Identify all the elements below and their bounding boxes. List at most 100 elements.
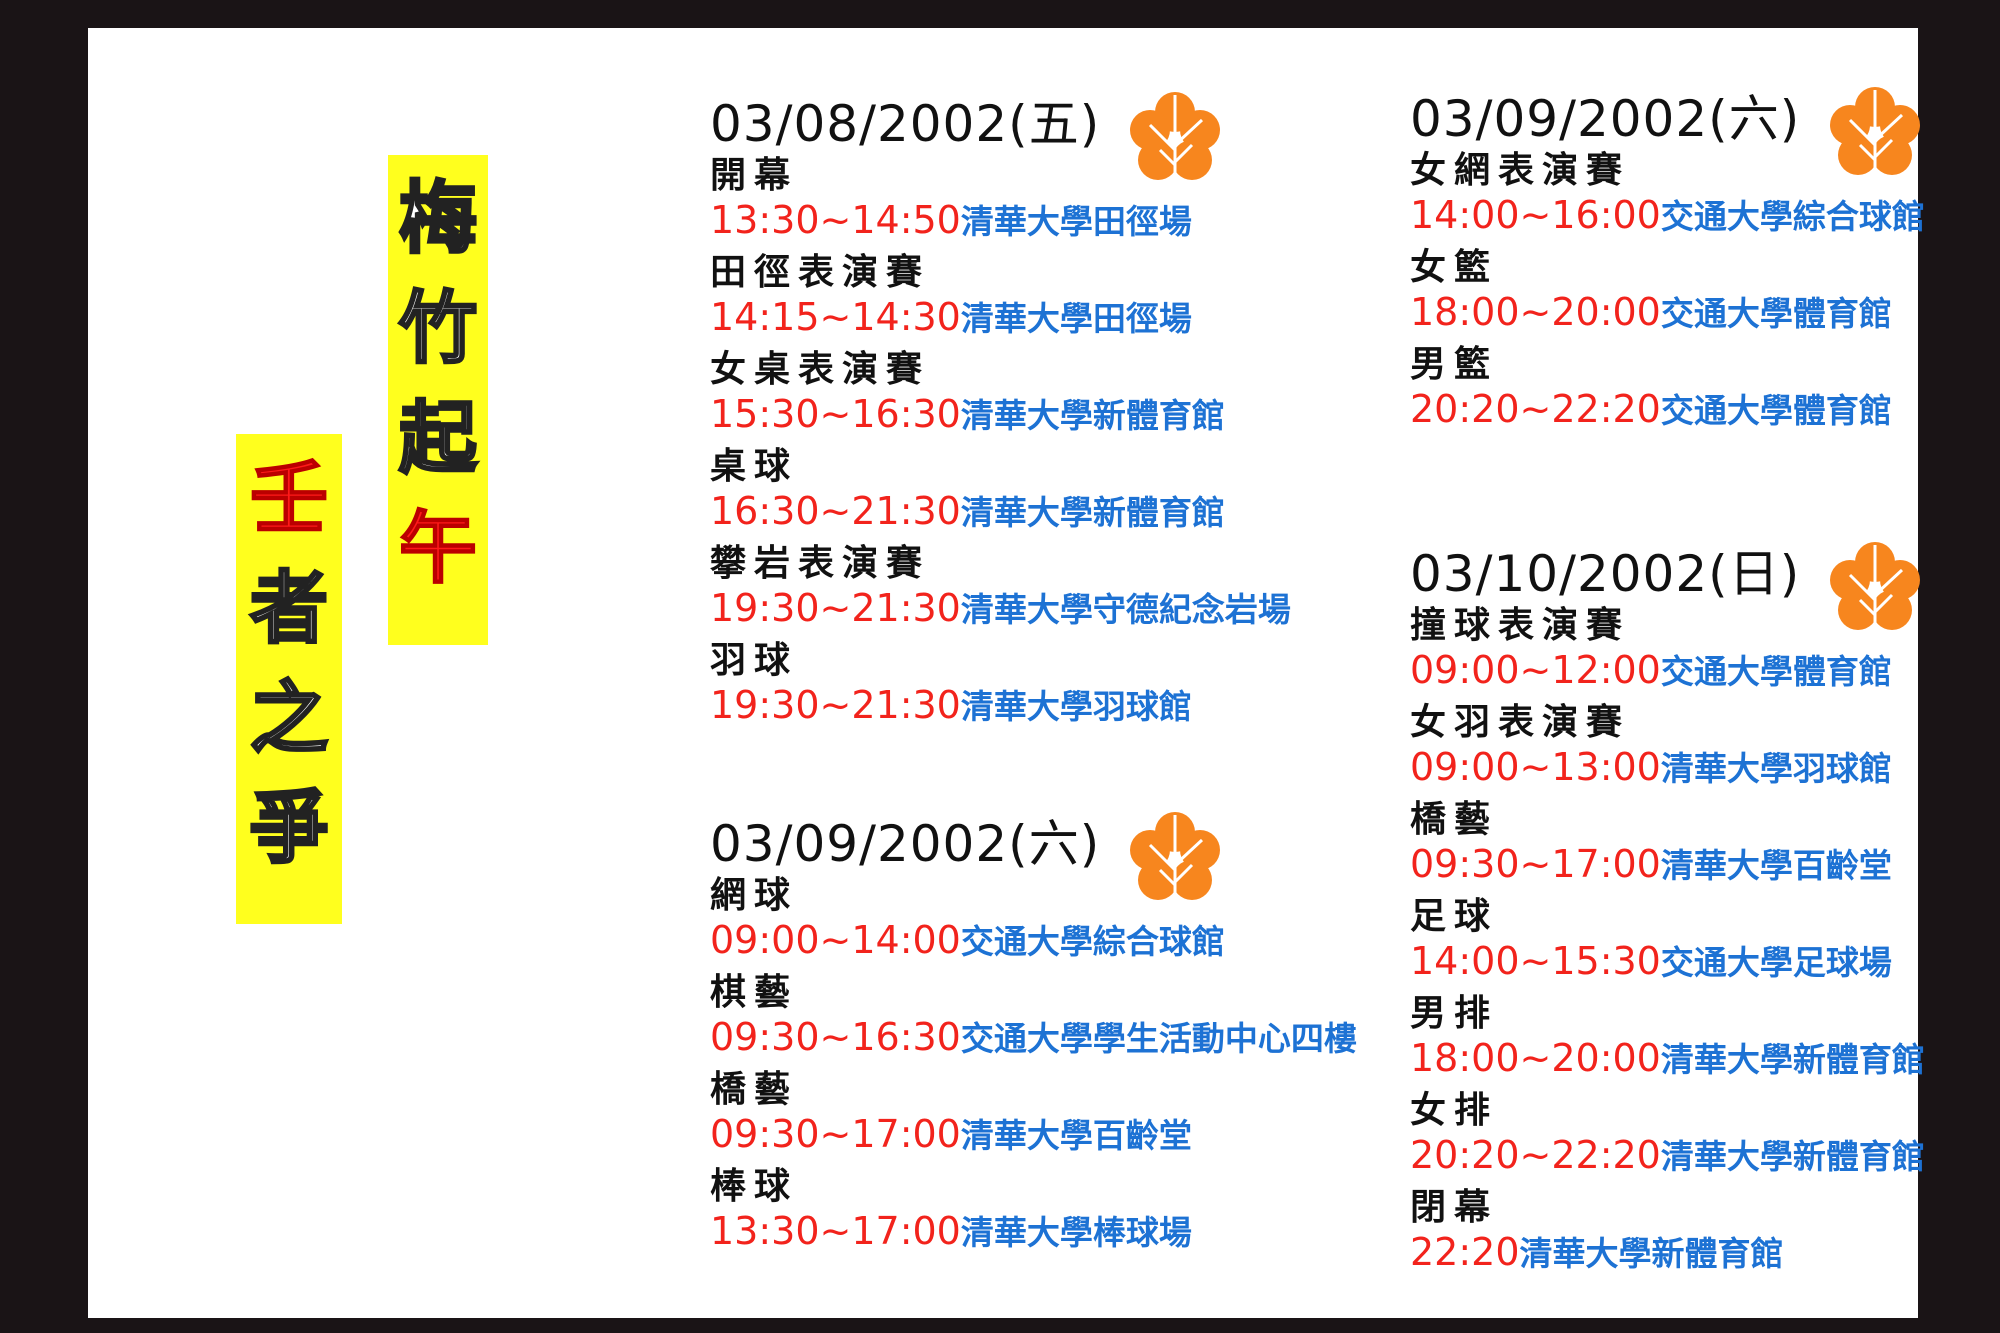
event-name: 羽球 — [710, 640, 799, 681]
event-name: 網球 — [710, 875, 799, 916]
title-char: 爭 — [248, 784, 329, 874]
event-name: 男排 — [1410, 993, 1499, 1034]
event-row: 19:30~21:30清華大學守德紀念岩場 — [710, 586, 1291, 638]
event-row: 09:00~12:00交通大學體育館 — [1410, 648, 1925, 700]
event-row: 18:00~20:00交通大學體育館 — [1410, 290, 1925, 342]
event-venue: 清華大學百齡堂 — [960, 1116, 1192, 1155]
event-venue: 清華大學守德紀念岩場 — [960, 590, 1291, 629]
event-row: 09:30~16:30交通大學學生活動中心四樓 — [710, 1015, 1357, 1067]
event-time: 19:30~21:30 — [710, 683, 961, 727]
event-row: 14:00~16:00交通大學綜合球館 — [1410, 193, 1925, 245]
event-venue: 清華大學新體育館 — [1519, 1234, 1784, 1273]
plum-bamboo-logo-icon — [1830, 85, 1920, 180]
event-time: 14:00~15:30 — [1410, 939, 1661, 983]
event-row: 20:20~22:20交通大學體育館 — [1410, 387, 1925, 439]
event-row: 19:30~21:30清華大學羽球館 — [710, 683, 1291, 735]
plum-bamboo-logo-icon — [1830, 540, 1920, 635]
event-time: 14:15~14:30 — [710, 295, 961, 339]
event-name: 女桌表演賽 — [710, 349, 931, 390]
event-row: 09:00~13:00清華大學羽球館 — [1410, 745, 1925, 797]
event-venue: 清華大學新體育館 — [960, 493, 1225, 532]
section-date: 03/08/2002(五) — [710, 95, 1101, 153]
plum-bamboo-logo-icon — [1130, 810, 1220, 905]
event-row: 18:00~20:00清華大學新體育館 — [1410, 1036, 1925, 1088]
event-name: 棒球 — [710, 1166, 799, 1207]
event-name: 女排 — [1410, 1090, 1499, 1131]
event-row: 13:30~14:50清華大學田徑場 — [710, 198, 1291, 250]
event-venue: 交通大學體育館 — [1660, 391, 1892, 430]
event-row: 09:30~17:00清華大學百齡堂 — [710, 1112, 1357, 1164]
section-date: 03/10/2002(日) — [1410, 545, 1801, 603]
event-row: 16:30~21:30清華大學新體育館 — [710, 489, 1291, 541]
event-venue: 交通大學綜合球館 — [1660, 197, 1925, 236]
plum-bamboo-logo-icon — [1130, 90, 1220, 185]
event-row: 22:20清華大學新體育館 — [1410, 1230, 1925, 1282]
event-time: 09:30~17:00 — [1410, 842, 1661, 886]
section-header: 03/09/2002(六) — [1410, 87, 1925, 175]
event-venue: 交通大學體育館 — [1660, 652, 1892, 691]
event-time: 09:30~17:00 — [710, 1112, 961, 1156]
event-name: 攀岩表演賽 — [710, 543, 931, 584]
event-venue: 交通大學足球場 — [1660, 943, 1892, 982]
event-name: 田徑表演賽 — [710, 252, 931, 293]
event-time: 18:00~20:00 — [1410, 1036, 1661, 1080]
event-time: 19:30~21:30 — [710, 586, 961, 630]
event-time: 13:30~17:00 — [710, 1209, 961, 1253]
event-row: 15:30~16:30清華大學新體育館 — [710, 392, 1291, 444]
event-time: 09:00~13:00 — [1410, 745, 1661, 789]
event-name: 桌球 — [710, 446, 799, 487]
event-venue: 清華大學新體育館 — [1660, 1040, 1925, 1079]
event-time: 09:00~12:00 — [1410, 648, 1661, 692]
title-char: 者 — [248, 564, 329, 654]
event-venue: 清華大學羽球館 — [1660, 749, 1892, 788]
event-venue: 清華大學田徑場 — [960, 202, 1192, 241]
event-time: 18:00~20:00 — [1410, 290, 1661, 334]
title-highlight-1 — [388, 155, 488, 645]
title-char: 起 — [397, 394, 478, 484]
event-name: 閉幕 — [1410, 1187, 1499, 1228]
event-venue: 交通大學綜合球館 — [960, 922, 1225, 961]
event-venue: 清華大學羽球館 — [960, 687, 1192, 726]
event-venue: 交通大學體育館 — [1660, 294, 1892, 333]
event-time: 09:30~16:30 — [710, 1015, 961, 1059]
event-venue: 清華大學百齡堂 — [1660, 846, 1892, 885]
event-time: 15:30~16:30 — [710, 392, 961, 436]
event-time: 16:30~21:30 — [710, 489, 961, 533]
title-highlight-2 — [236, 434, 342, 924]
section-date: 03/09/2002(六) — [710, 815, 1101, 873]
event-name: 女羽表演賽 — [1410, 702, 1631, 743]
event-row: 09:00~14:00交通大學綜合球館 — [710, 918, 1357, 970]
title-char: 之 — [248, 674, 329, 764]
event-row: 14:15~14:30清華大學田徑場 — [710, 295, 1291, 347]
event-name: 橋藝 — [1410, 799, 1499, 840]
event-name: 足球 — [1410, 896, 1499, 937]
event-time: 20:20~22:20 — [1410, 387, 1661, 431]
event-time: 20:20~22:20 — [1410, 1133, 1661, 1177]
event-name: 橋藝 — [710, 1069, 799, 1110]
event-name: 撞球表演賽 — [1410, 605, 1631, 646]
event-venue: 交通大學學生活動中心四樓 — [960, 1019, 1357, 1058]
event-name: 女網表演賽 — [1410, 150, 1631, 191]
section-header: 03/08/2002(五) — [710, 92, 1291, 180]
event-time: 09:00~14:00 — [710, 918, 961, 962]
event-venue: 清華大學新體育館 — [1660, 1137, 1925, 1176]
event-venue: 清華大學田徑場 — [960, 299, 1192, 338]
event-time: 22:20 — [1410, 1230, 1520, 1274]
event-name: 棋藝 — [710, 972, 799, 1013]
event-row: 13:30~17:00清華大學棒球場 — [710, 1209, 1357, 1261]
title-char: 午 — [398, 504, 478, 594]
event-name: 開幕 — [710, 155, 799, 196]
section-header: 03/09/2002(六) — [710, 812, 1357, 900]
event-name: 男籃 — [1410, 344, 1499, 385]
title-char: 壬 — [249, 454, 329, 544]
event-row: 14:00~15:30交通大學足球場 — [1410, 939, 1925, 991]
section-header: 03/10/2002(日) — [1410, 542, 1925, 630]
event-time: 13:30~14:50 — [710, 198, 961, 242]
section-date: 03/09/2002(六) — [1410, 90, 1801, 148]
event-name: 女籃 — [1410, 247, 1499, 288]
event-row: 20:20~22:20清華大學新體育館 — [1410, 1133, 1925, 1185]
